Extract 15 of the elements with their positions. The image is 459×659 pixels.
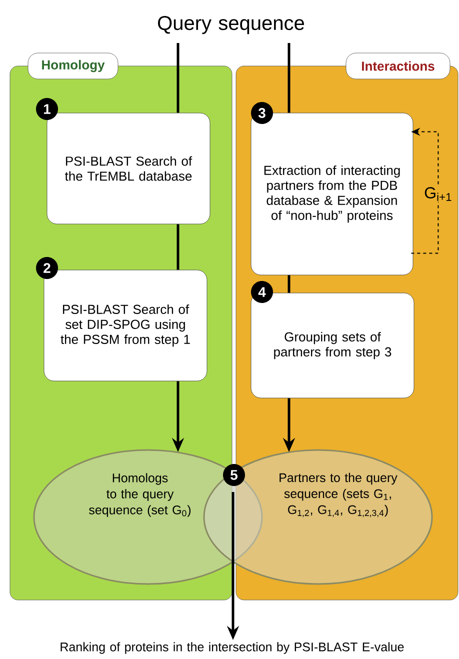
step-number-badge: 4 <box>251 281 273 303</box>
connector-line <box>288 275 290 293</box>
panel-heading: Homology <box>28 52 118 80</box>
edge-label: G$_{i+1}$ <box>424 187 452 201</box>
flow-text: Query sequence <box>158 16 304 34</box>
connector-line <box>176 43 180 113</box>
step-number-badge: 3 <box>251 102 273 124</box>
panel-heading: Interactions <box>346 52 450 80</box>
step-number-badge: 5 <box>223 464 245 486</box>
step-number-badge: 1 <box>36 98 58 120</box>
step-number-badge: 2 <box>36 257 58 279</box>
flow-text: Ranking of proteins in the intersection by PSI-BLAST E-value <box>60 642 404 654</box>
process-box: PSI-BLAST Search of the TrEMBL database <box>46 112 210 224</box>
connector-line <box>176 224 180 270</box>
connector-line <box>288 43 290 113</box>
